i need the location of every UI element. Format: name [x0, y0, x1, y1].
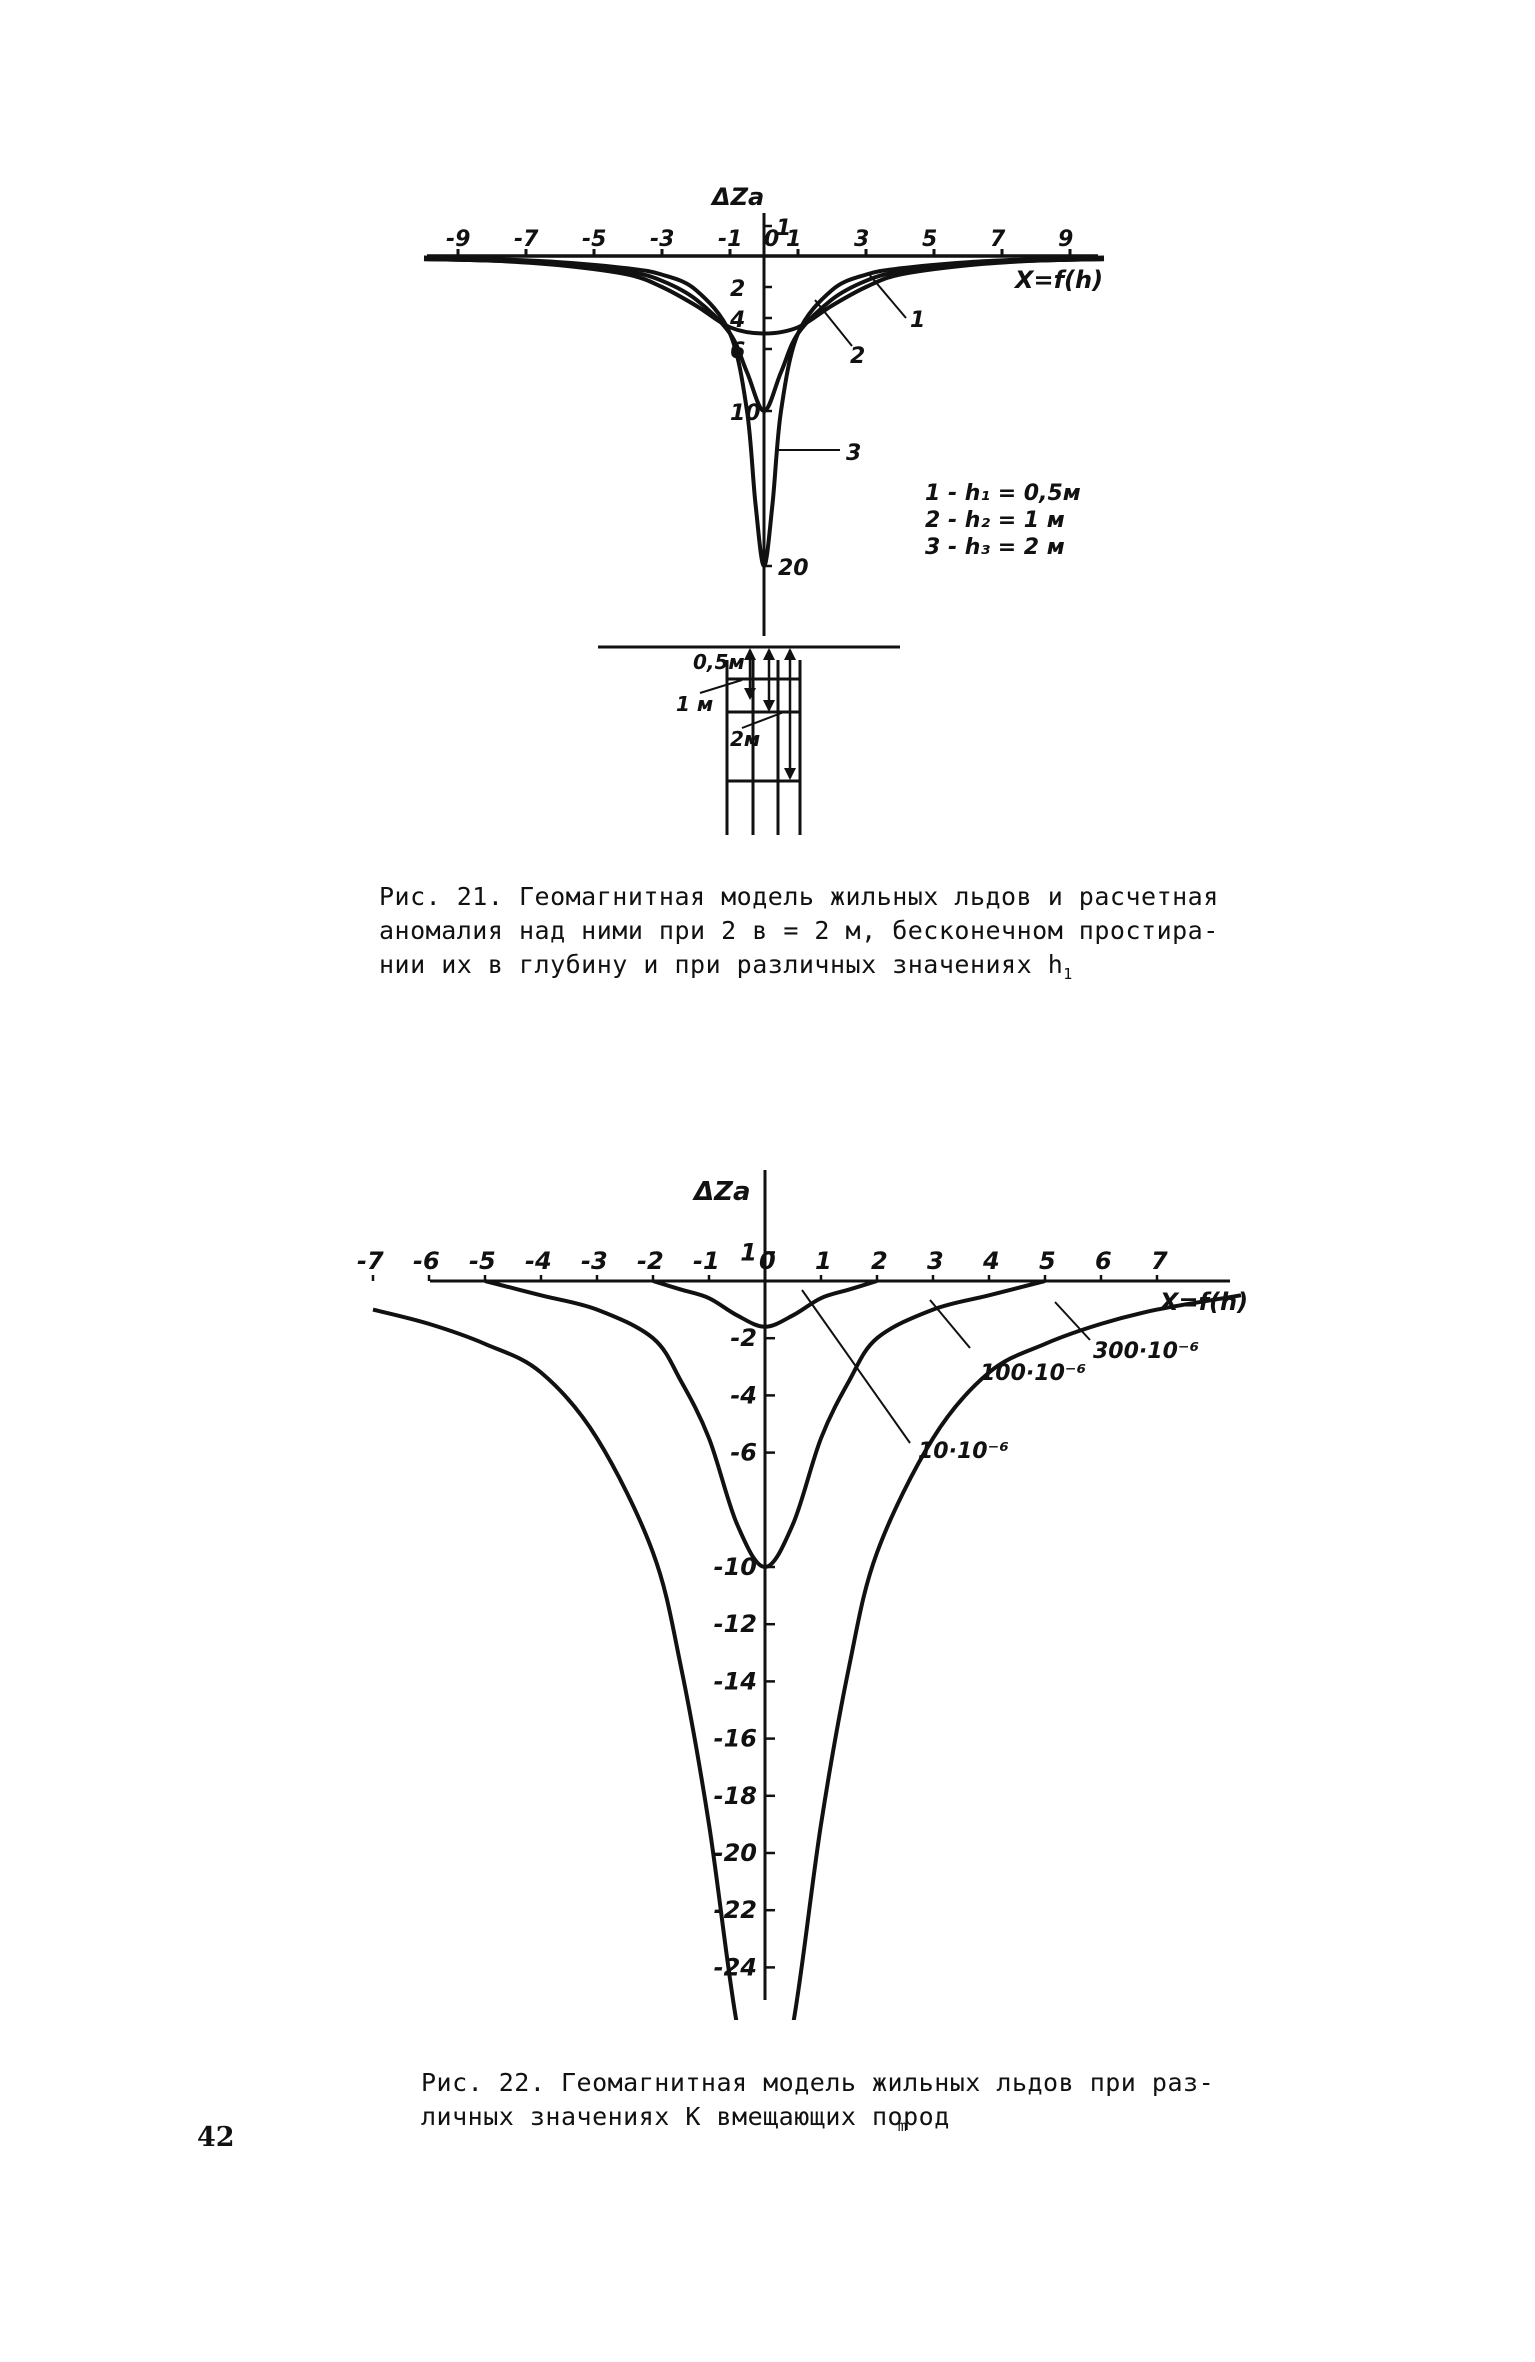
y-tick-label: -2: [730, 1324, 757, 1352]
figure-21-curves: [423, 255, 1105, 569]
figure-21-model-label-1m: 1 м: [676, 692, 713, 716]
curve-series: [652, 1279, 878, 1329]
y-tick-label: -16: [714, 1725, 757, 1753]
x-tick-label: 1: [786, 227, 801, 252]
figure-21-axes: [427, 213, 1098, 636]
y-tick-label: -6: [730, 1439, 757, 1467]
x-tick-label: -1: [693, 1247, 720, 1275]
figure-22-caption: Рис. 22. Геомагнитная модель жильных льд…: [421, 2066, 1214, 2143]
y-tick-label: -18: [714, 1782, 757, 1810]
x-tick-label: -5: [469, 1247, 496, 1275]
y-tick-label: -12: [714, 1610, 757, 1638]
figure-21-curve-label-1: 1: [910, 308, 925, 333]
x-tick-label: -2: [637, 1247, 664, 1275]
x-tick-label: 7: [990, 227, 1006, 252]
caption-line: Рис. 22. Геомагнитная модель жильных льд…: [421, 2068, 1215, 2097]
y-tick-label: 1: [776, 216, 791, 241]
y-tick-label: 20: [778, 556, 809, 581]
figure-21-x-axis-label: X=f(h): [1013, 266, 1103, 294]
x-tick-label: 4: [982, 1247, 1000, 1275]
x-tick-label: -3: [581, 1247, 608, 1275]
figure-22-curves: [372, 1279, 1242, 2020]
x-tick-label: 5: [922, 227, 937, 252]
x-tick-label: 2: [871, 1247, 888, 1275]
caption-line: Рис. 21. Геомагнитная модель жильных льд…: [379, 882, 1219, 911]
caption-line: нии их в глубину и при различных значени…: [379, 948, 1219, 991]
y-tick-label: 2: [730, 277, 745, 302]
x-tick-label: 3: [927, 1247, 944, 1275]
figure-22-y-axis-label: ΔZa: [692, 1177, 751, 1207]
curve-series: [423, 255, 1105, 569]
curve-series: [372, 1293, 1242, 2020]
figure-22-axes: [430, 1170, 1230, 2000]
figure-21-model-label-0-5m: 0,5м: [693, 650, 745, 674]
page-number: 42: [197, 2122, 235, 2153]
x-tick-label: -4: [525, 1247, 552, 1275]
caption-line: личных значениях K вмещающих породm: [421, 2100, 1214, 2143]
x-tick-label: -6: [413, 1247, 440, 1275]
x-tick-label: -7: [357, 1247, 384, 1275]
x-tick-label: -9: [446, 227, 470, 252]
figure-22-leader-lines: [801, 1289, 1091, 1444]
figure-21-legend-item: 3 - h₃ = 2 м: [925, 535, 1065, 560]
caption-subscript: 1: [1063, 965, 1073, 983]
figure-22-curve-label-100: 100·10⁻⁶: [980, 1361, 1086, 1386]
leader-line: [867, 272, 907, 319]
x-tick-label: -7: [514, 227, 539, 252]
figure-21-ice-wedge-model: [598, 645, 900, 835]
y-tick-label: -24: [714, 1953, 757, 1981]
figure-22-curve-label-10: 10·10⁻⁶: [918, 1439, 1009, 1464]
figure-21-y-axis-label: ΔZa: [710, 183, 764, 211]
x-tick-label: 3: [854, 227, 869, 252]
x-tick-label: 1: [815, 1247, 832, 1275]
y-tick-label: -20: [714, 1839, 757, 1867]
caption-line: аномалия над ними при 2 в = 2 м, бесконе…: [379, 916, 1219, 945]
figure-22-curve-label-300: 300·10⁻⁶: [1093, 1339, 1199, 1364]
figure-22-x-axis-label: X=f(h): [1158, 1288, 1248, 1316]
x-tick-label: 0: [764, 227, 779, 252]
caption-line-text: нии их в глубину и при различных значени…: [379, 950, 1064, 979]
x-tick-label: 7: [1151, 1247, 1168, 1275]
figure-21-legend-item: 2 - h₂ = 1 м: [925, 508, 1065, 533]
x-tick-label: 0: [759, 1247, 776, 1275]
curve-series: [484, 1279, 1046, 1570]
caption-line-text: личных значениях K вмещающих пород: [421, 2102, 950, 2131]
y-tick-label: -14: [714, 1667, 757, 1695]
y-tick-label: 1: [740, 1238, 757, 1266]
leader-line: [814, 299, 853, 347]
figure-21-curve-label-3: 3: [846, 441, 861, 466]
x-tick-label: 5: [1039, 1247, 1056, 1275]
caption-subscript: m: [897, 2117, 908, 2135]
figure-21-legend-item: 1 - h₁ = 0,5м: [925, 481, 1081, 506]
figure-21-model-label-2m: 2м: [730, 727, 760, 751]
curve-series: [423, 257, 1105, 414]
figure-21-curve-label-2: 2: [850, 344, 865, 369]
x-tick-label: -3: [650, 227, 674, 252]
x-tick-label: -5: [582, 227, 606, 252]
y-tick-label: -4: [730, 1381, 757, 1409]
y-tick-label: -10: [714, 1553, 757, 1581]
x-tick-label: 9: [1058, 227, 1073, 252]
figure-21-caption: Рис. 21. Геомагнитная модель жильных льд…: [379, 880, 1219, 991]
figure-21-legend: 1 - h₁ = 0,5м 2 - h₂ = 1 м 3 - h₃ = 2 м: [925, 481, 1081, 560]
x-tick-label: -1: [718, 227, 742, 252]
x-tick-label: 6: [1095, 1247, 1112, 1275]
